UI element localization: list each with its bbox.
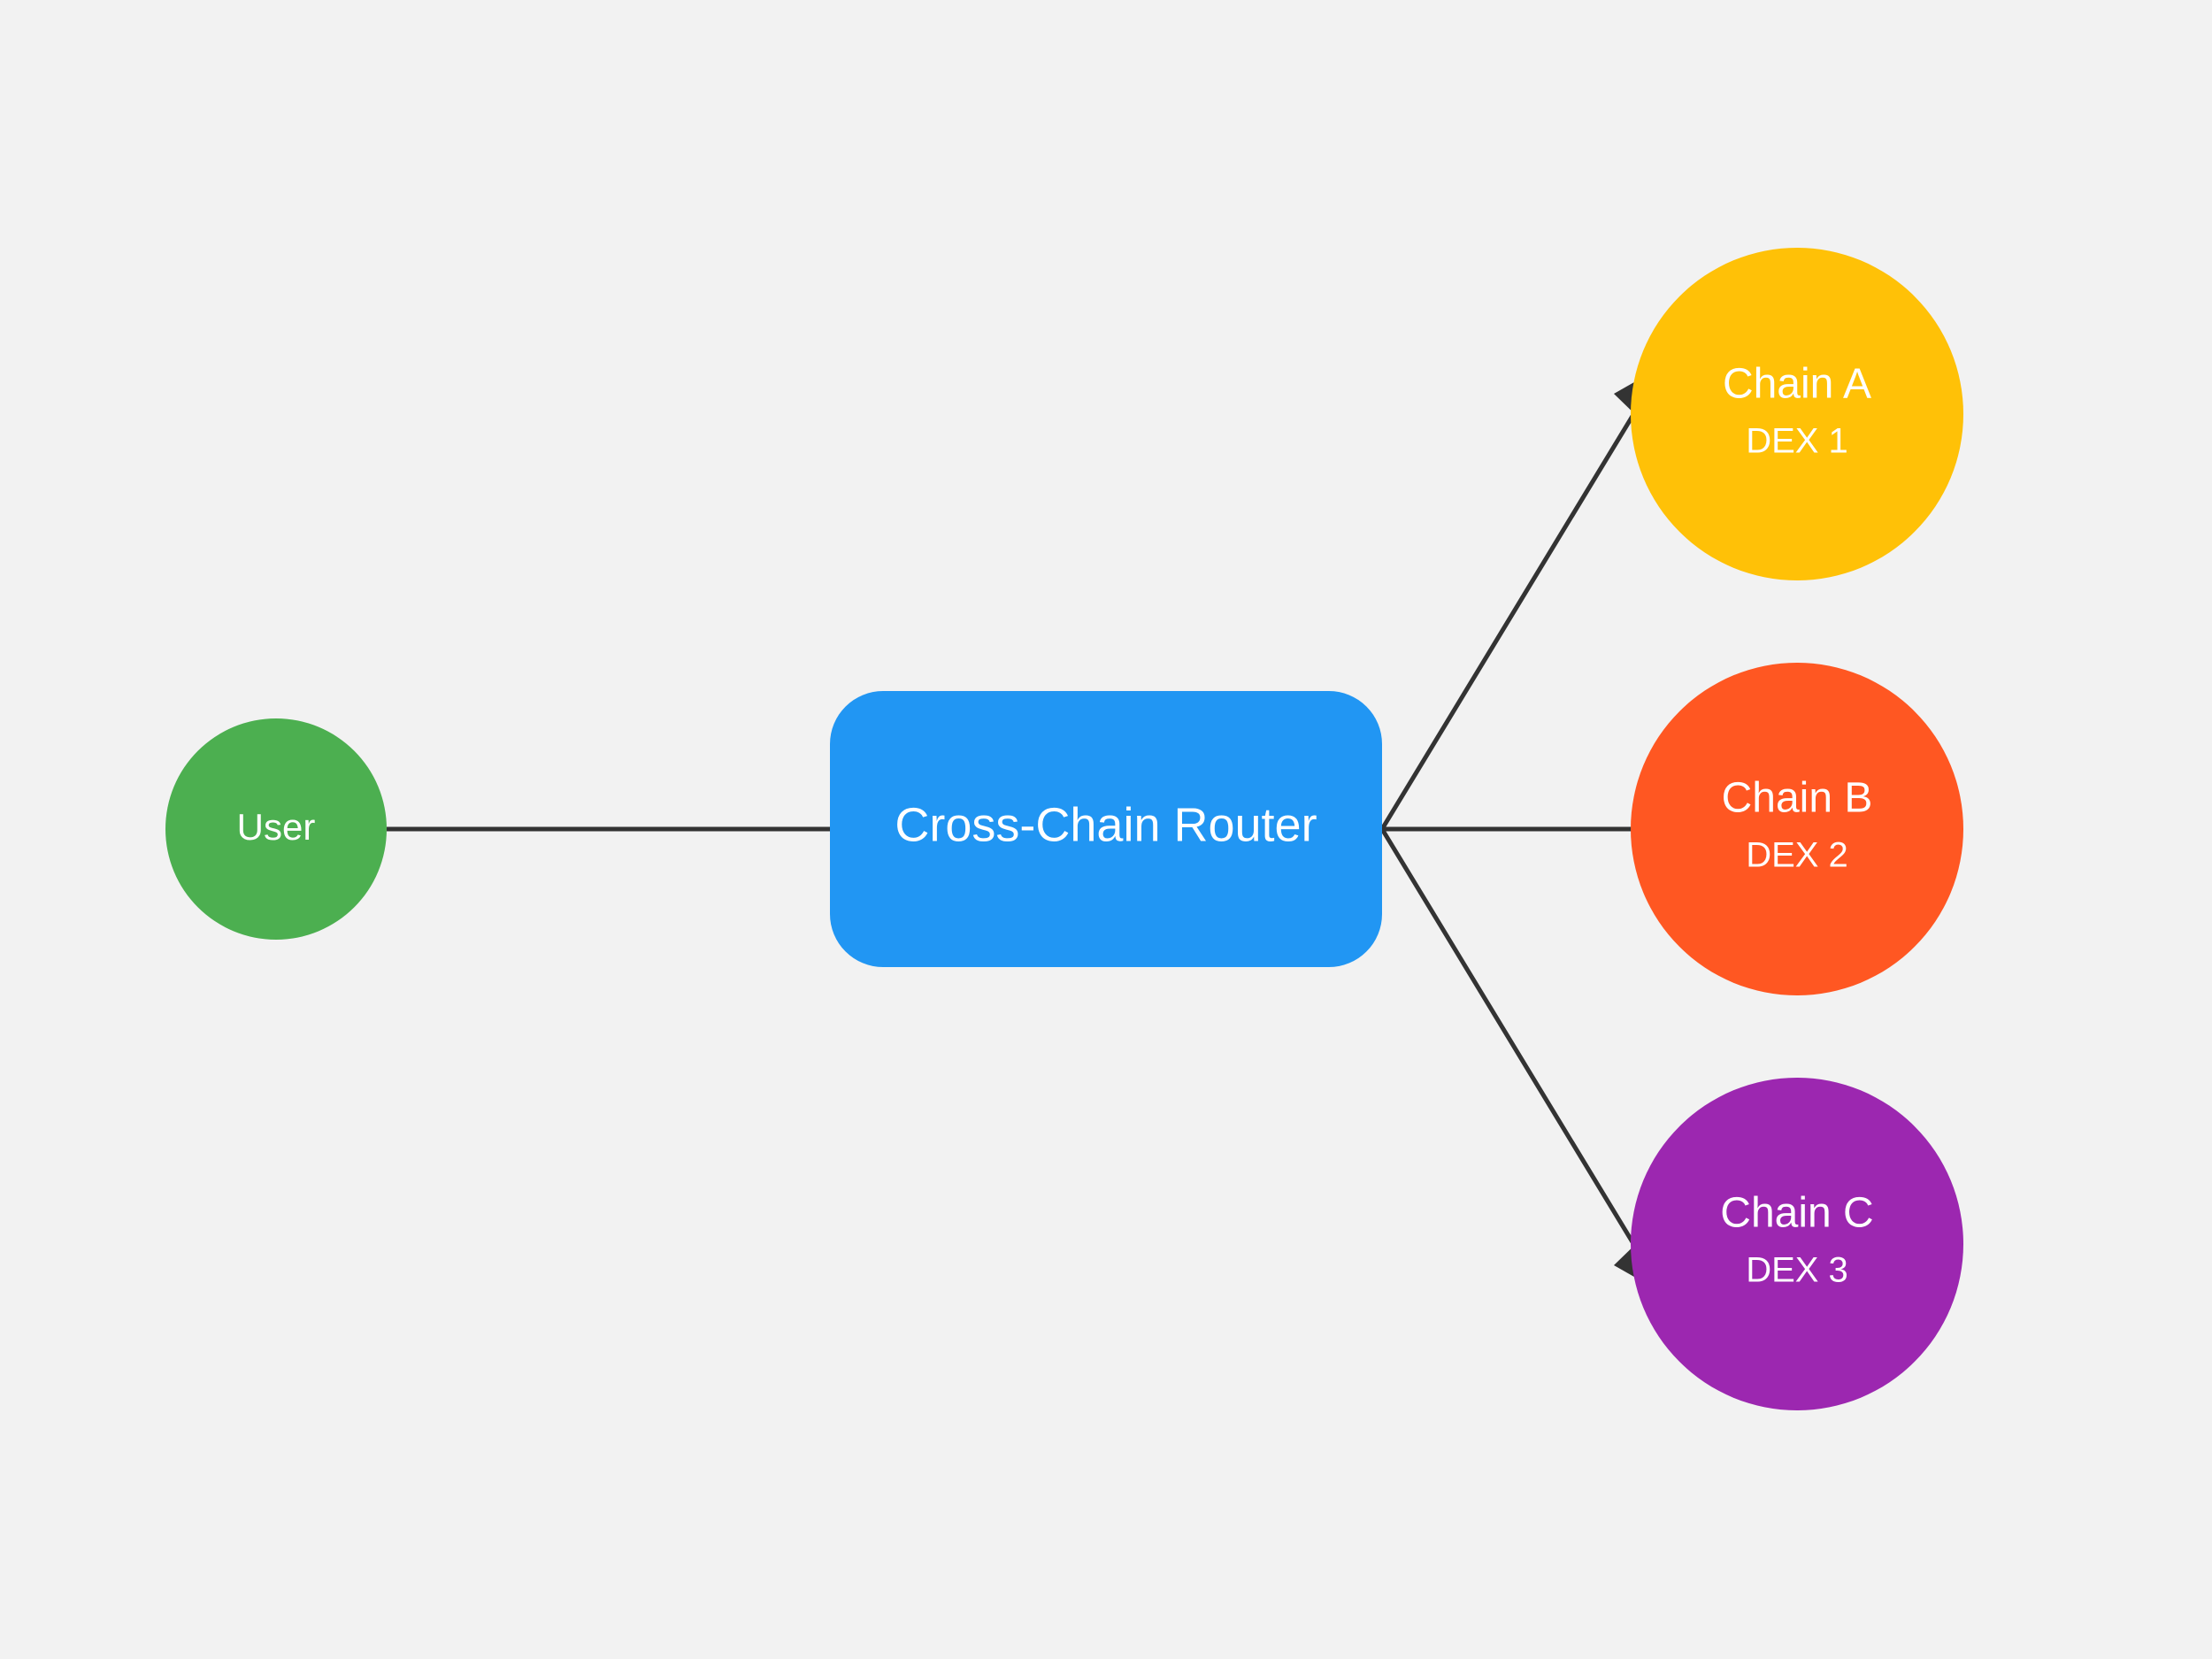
chain-b-circle xyxy=(1631,663,1963,995)
chain-a-circle xyxy=(1631,248,1963,580)
node-chain-c: Chain C DEX 3 xyxy=(1631,1078,1963,1410)
chain-a-sublabel: DEX 1 xyxy=(1746,422,1848,461)
chain-b-label: Chain B xyxy=(1722,775,1873,822)
router-label: Cross-Chain Router xyxy=(895,798,1317,851)
node-router: Cross-Chain Router xyxy=(830,691,1382,967)
chain-c-label: Chain C xyxy=(1720,1190,1873,1237)
chain-b-sublabel: DEX 2 xyxy=(1746,836,1848,875)
chain-c-circle xyxy=(1631,1078,1963,1410)
node-chain-b: Chain B DEX 2 xyxy=(1631,663,1963,995)
chain-c-sublabel: DEX 3 xyxy=(1746,1251,1848,1290)
chain-a-label: Chain A xyxy=(1723,361,1871,408)
router-box xyxy=(830,691,1382,967)
node-user: User xyxy=(165,718,387,940)
edge-router-chain-a xyxy=(1379,407,1640,831)
user-label: User xyxy=(237,806,316,848)
edge-router-chain-c xyxy=(1379,827,1640,1251)
node-chain-a: Chain A DEX 1 xyxy=(1631,248,1963,580)
user-circle xyxy=(165,718,387,940)
